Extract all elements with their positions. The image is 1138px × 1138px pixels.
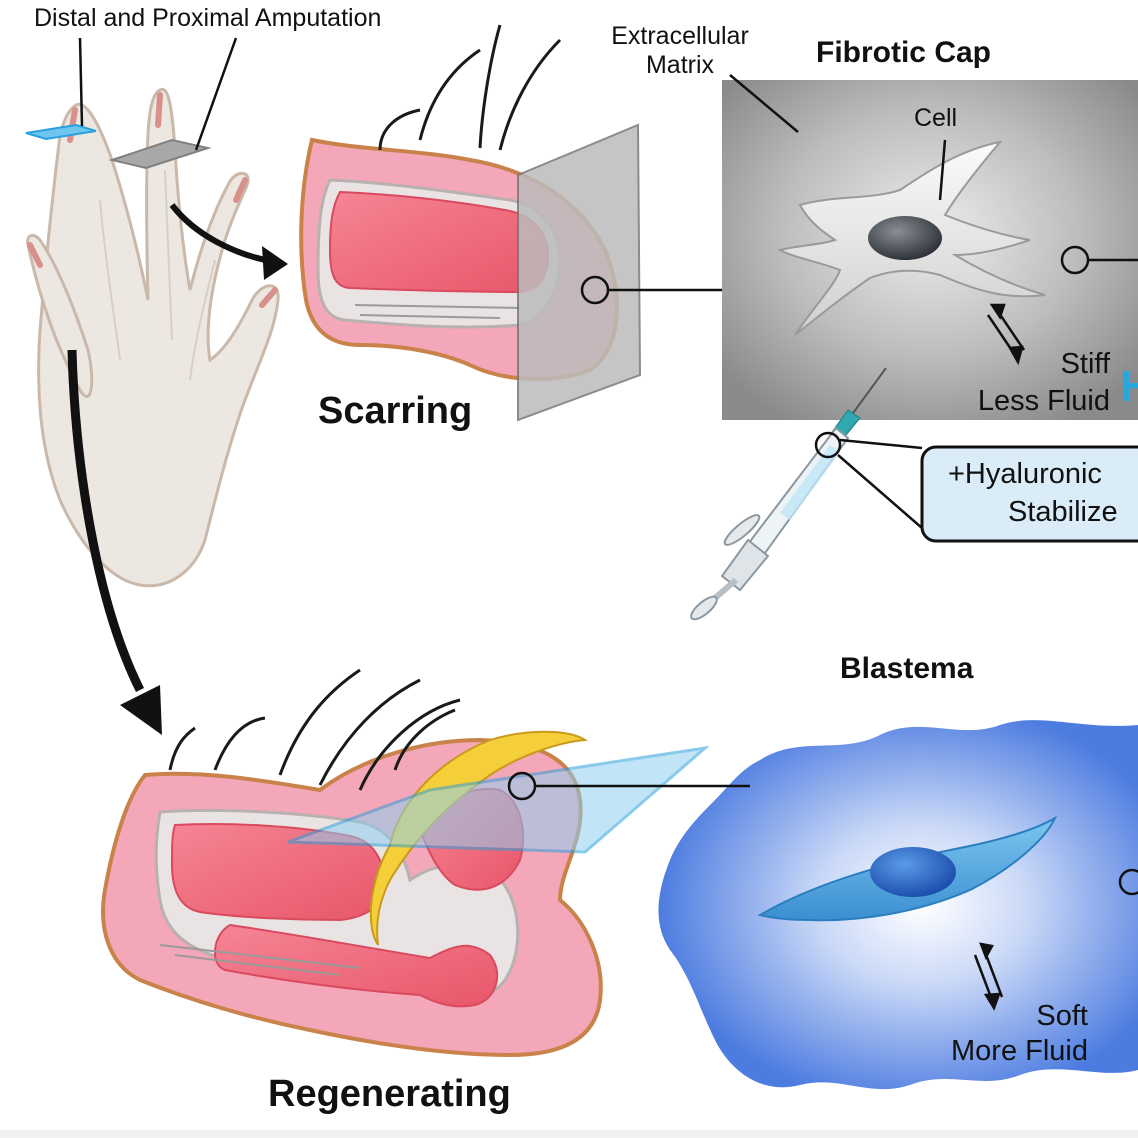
ecm-label-line2: Matrix — [645, 51, 715, 79]
regenerating-nail — [369, 730, 588, 946]
soft-double-arrow — [973, 942, 1004, 1011]
amputation-leader-line-2 — [194, 37, 238, 151]
blastema-title: Blastema — [840, 652, 974, 685]
regenerating-cut-plane — [287, 745, 710, 854]
distal-amputation-plane — [25, 123, 97, 141]
syringe-callout-circle — [814, 431, 842, 459]
hyaluronic-label-line2: Stabilize — [1008, 496, 1118, 528]
blastema-nucleus — [870, 847, 956, 897]
hyaluronic-label-line1: +Hyaluronic — [948, 458, 1102, 490]
blastema-right-callout-circle — [1118, 868, 1138, 896]
stiff-label: Stiff — [1060, 348, 1110, 380]
fibrotic-cap-title: Fibrotic Cap — [816, 36, 992, 69]
bottom-edge-strip — [0, 1130, 1138, 1138]
less-fluid-label: Less Fluid — [977, 385, 1110, 417]
syringe-callout-line-top — [839, 438, 923, 450]
scarring-label: Scarring — [318, 390, 473, 432]
arrow-to-regenerating — [67, 349, 145, 693]
regenerating-digit — [101, 668, 603, 1058]
syringe-callout-line-bottom — [837, 454, 923, 529]
arrow-to-regenerating-head — [120, 685, 162, 735]
amputation-label: Distal and Proximal Amputation — [34, 4, 382, 32]
arrow-to-scarring — [169, 203, 276, 265]
syringe-illustration — [690, 367, 887, 621]
hyaluronic-callout-box — [920, 445, 1138, 543]
more-fluid-label: More Fluid — [951, 1035, 1088, 1067]
cut-off-letter: H — [1120, 362, 1138, 411]
regenerating-label: Regenerating — [268, 1073, 511, 1115]
ecm-label-line1: Extracellular — [611, 22, 749, 50]
amputation-leader-line-1 — [78, 37, 84, 127]
stiff-double-arrow — [986, 303, 1026, 366]
scarring-cut-plane — [517, 123, 642, 422]
arrow-to-scarring-head — [262, 246, 288, 280]
ecm-leader-line — [729, 74, 799, 133]
proximal-amputation-plane — [108, 138, 212, 170]
soft-label: Soft — [1036, 1000, 1088, 1032]
cell-label: Cell — [914, 104, 958, 132]
cell-leader-line — [938, 139, 947, 201]
fibrotic-nucleus — [868, 216, 942, 260]
